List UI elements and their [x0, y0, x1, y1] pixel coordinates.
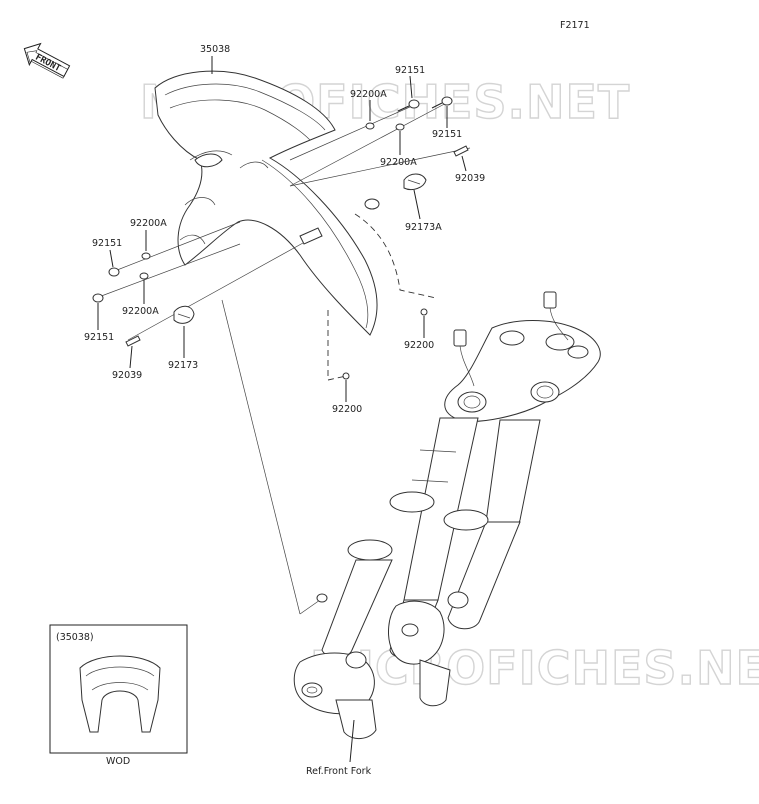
callout-bolt-left-b: 92151	[84, 332, 114, 343]
washer-left-a	[141, 252, 151, 260]
cable-left	[125, 335, 141, 347]
axis-line-cable	[289, 147, 471, 187]
axis-line-left-b	[95, 243, 241, 299]
callout-cable-left: 92039	[112, 370, 142, 381]
callout-bolt-right-b: 92151	[432, 129, 462, 140]
axis-line-left-a	[111, 221, 241, 273]
washer-right-b	[395, 123, 405, 131]
bolt-left-a	[108, 267, 120, 277]
leader-bolt-right-a	[409, 75, 413, 99]
leader-fork-tip	[299, 599, 321, 615]
mount-tab-left	[299, 227, 323, 245]
dash-fender-right	[354, 213, 437, 299]
callout-cable-right: 92039	[455, 173, 485, 184]
bolt-right-a	[397, 99, 420, 112]
callout-grommet-right: 92200	[404, 340, 434, 351]
axis-line-left-cable	[127, 237, 313, 341]
washer-left-b	[139, 272, 149, 280]
leader-reference	[349, 719, 355, 763]
cable-right	[453, 145, 469, 157]
bolt-left-b	[92, 293, 104, 303]
callout-fender: 35038	[200, 44, 230, 55]
inset-title: (35038)	[56, 632, 94, 643]
callout-clamp-left: 92173	[168, 360, 198, 371]
front-arrow-icon: FRONT	[23, 42, 71, 79]
watermark-bottom: MICROFICHES.NET	[310, 641, 759, 695]
dash-fender-center	[327, 310, 347, 381]
leader-cable-left	[129, 345, 133, 369]
leader-clamp-right	[413, 189, 421, 220]
reference-label: Ref.Front Fork	[306, 766, 372, 777]
callout-clamp-right: 92173A	[405, 222, 442, 233]
inset-caption: WOD	[106, 756, 130, 767]
callout-grommet-lower: 92200	[332, 404, 362, 415]
front-fender	[154, 70, 378, 336]
grommet-lower	[342, 372, 350, 380]
inset-box: (35038) WOD	[49, 624, 188, 767]
inset-fender-front-view	[79, 655, 161, 733]
bolt-right-b	[431, 96, 453, 109]
front-fork	[293, 291, 601, 739]
clamp-right	[403, 173, 427, 191]
leader-bolt-left-a	[109, 249, 114, 268]
callout-washer-right-b: 92200A	[380, 157, 417, 168]
figure-code: F2171	[560, 20, 590, 31]
washer-right-a	[365, 122, 375, 130]
callout-washer-left-b: 92200A	[122, 306, 159, 317]
leader-cable-right	[461, 155, 467, 172]
grommet-right	[420, 308, 428, 316]
grommet-fender-top	[364, 198, 380, 210]
leader-fender-to-fork	[221, 299, 301, 615]
clamp-left	[173, 305, 195, 324]
callout-bolt-left-a: 92151	[92, 238, 122, 249]
callout-bolt-right-a: 92151	[395, 65, 425, 76]
callout-washer-left-a: 92200A	[130, 218, 167, 229]
axis-line-bolt-a	[289, 105, 413, 161]
axis-line-bolt-b	[289, 99, 453, 187]
callout-washer-right-a: 92200A	[350, 89, 387, 100]
